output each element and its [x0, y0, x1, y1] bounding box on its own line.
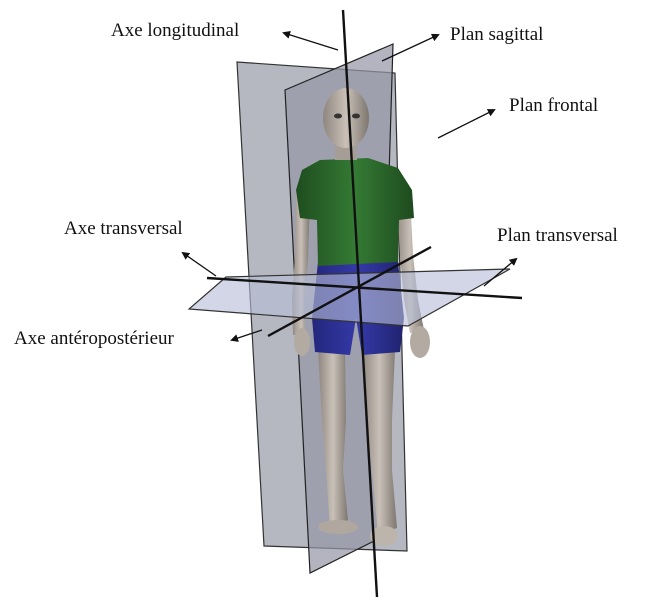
- pointer-plan-frontal: [438, 110, 494, 138]
- label-axe-anteroposterieur: Axe antéropostérieur: [14, 329, 174, 348]
- label-plan-transversal: Plan transversal: [497, 226, 618, 245]
- label-axe-longitudinal: Axe longitudinal: [111, 21, 239, 40]
- pointer-axe-longitudinal: [284, 33, 338, 50]
- label-axe-transversal: Axe transversal: [64, 219, 183, 238]
- pointer-axe-transversal: [183, 253, 216, 276]
- transverse-plane: [189, 269, 510, 326]
- label-plan-sagittal: Plan sagittal: [450, 25, 543, 44]
- label-plan-frontal: Plan frontal: [509, 96, 598, 115]
